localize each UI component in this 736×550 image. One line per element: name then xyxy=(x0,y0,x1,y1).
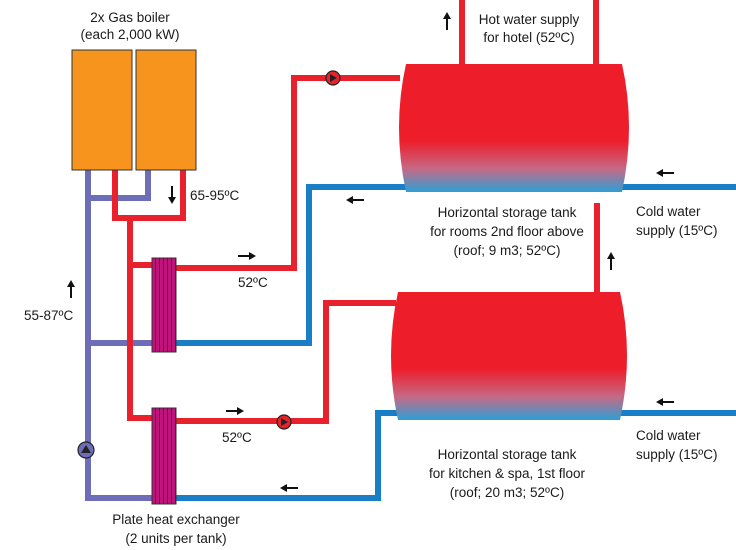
arrow-left-icon xyxy=(656,169,674,177)
cold-water-upper-line1: Cold water xyxy=(636,204,701,219)
heat-exchanger-label-line2: (2 units per tank) xyxy=(125,531,226,546)
boiler-flow-header xyxy=(112,168,186,221)
upper-tank-label-line3: (roof; 9 m3; 52ºC) xyxy=(454,243,561,258)
hot-water-title: Hot water supply xyxy=(479,12,580,27)
arrow-down-icon xyxy=(168,186,176,204)
cold-water-lower-line1: Cold water xyxy=(636,428,701,443)
arrow-up-icon xyxy=(607,252,615,270)
lower-tank-label-line2: for kitchen & spa, 1st floor xyxy=(429,466,586,481)
arrow-left-icon xyxy=(280,484,298,492)
arrow-up-icon xyxy=(443,12,451,30)
boiler-return-pipe xyxy=(85,168,152,501)
lower-tank-return-pipe xyxy=(176,410,398,501)
pump-boiler-icon xyxy=(77,441,95,459)
boiler-return-inlet xyxy=(88,168,151,201)
arrow-right-icon xyxy=(226,407,244,415)
upper-tank-label-line1: Horizontal storage tank xyxy=(438,205,577,220)
upper-tank-charge-pipe xyxy=(176,75,400,271)
heat-exchanger-label-line1: Plate heat exchanger xyxy=(112,512,240,527)
arrow-up-icon xyxy=(67,280,75,298)
arrow-right-icon xyxy=(238,252,256,260)
plate-heat-exchanger-upper xyxy=(151,257,177,353)
lower-tank-label-line3: (roof; 20 m3; 52ºC) xyxy=(450,485,564,500)
upper-supply-temp: 52ºC xyxy=(238,275,268,290)
labels: 2x Gas boiler (each 2,000 kW) 65-95ºC 55… xyxy=(24,10,717,546)
arrow-left-icon xyxy=(656,398,674,406)
boiler-capacity: (each 2,000 kW) xyxy=(80,27,179,42)
lower-storage-tank xyxy=(391,292,627,420)
upper-tank-label-line2: for rooms 2nd floor above xyxy=(430,224,584,239)
boiler-outlet-temp: 65-95ºC xyxy=(190,188,239,203)
gas-boiler-2 xyxy=(135,49,197,171)
cold-water-pipes xyxy=(176,184,736,501)
pump-lower-icon xyxy=(276,414,292,430)
tank-hot-pipes xyxy=(176,0,600,424)
lower-tank-label-line1: Horizontal storage tank xyxy=(438,447,577,462)
hot-water-temp: for hotel (52ºC) xyxy=(483,30,574,45)
cold-water-upper-line2: supply (15ºC) xyxy=(636,223,717,238)
gas-boilers xyxy=(71,49,197,171)
lower-tank-charge-pipe xyxy=(176,300,396,424)
boiler-flow-riser xyxy=(127,218,152,421)
upper-storage-tank xyxy=(399,64,629,192)
upper-tank-return-pipe xyxy=(176,184,408,346)
boiler-title: 2x Gas boiler xyxy=(90,10,170,25)
boiler-flow-pipes xyxy=(112,168,186,421)
cold-water-lower-line2: supply (15ºC) xyxy=(636,447,717,462)
boiler-return-temp: 55-87ºC xyxy=(24,308,73,323)
gas-boiler-1 xyxy=(71,49,133,171)
lower-supply-temp: 52ºC xyxy=(222,430,252,445)
plate-heat-exchanger-lower xyxy=(151,407,177,505)
arrow-left-icon xyxy=(346,196,364,204)
flow-arrows xyxy=(67,12,674,492)
pump-upper-icon xyxy=(325,70,341,86)
boiler-loop-pipes xyxy=(85,168,152,501)
